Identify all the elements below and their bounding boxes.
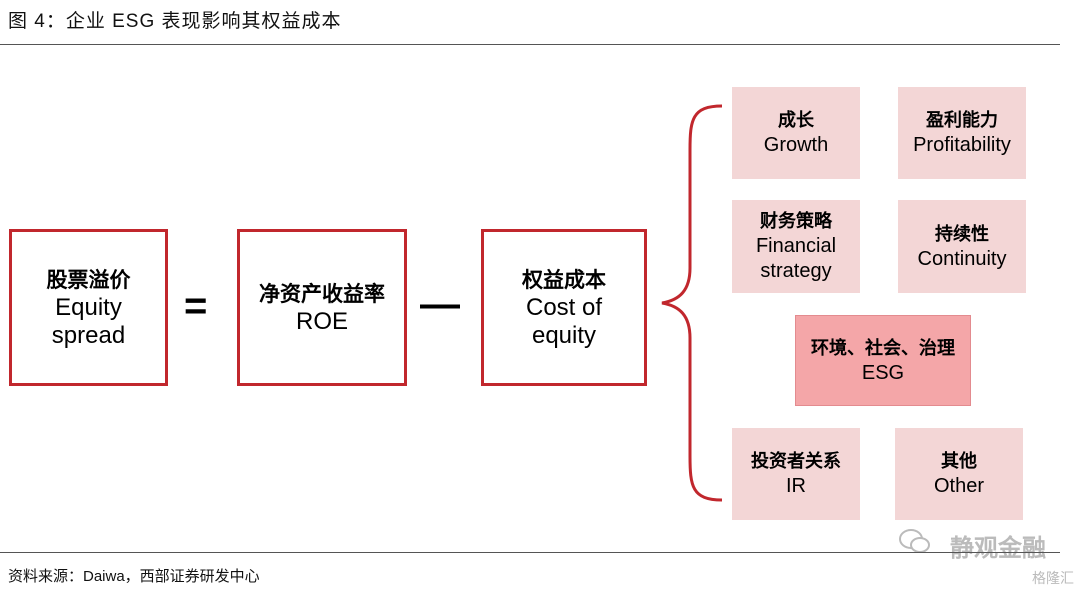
watermark-sub: 格隆汇: [1032, 571, 1074, 587]
cost-of-equity-box: 权益成本 Cost of equity: [481, 229, 647, 386]
factor-financial-strategy-en2: strategy: [760, 260, 832, 282]
source-note: 资料来源：Daiwa，西部证券研发中心: [8, 568, 260, 585]
equity-spread-cn: 股票溢价: [46, 266, 131, 292]
factor-financial-strategy: 财务策略 Financial strategy: [732, 200, 860, 293]
roe-cn: 净资产收益率: [259, 280, 385, 306]
factor-growth-cn: 成长: [778, 110, 814, 131]
roe-box: 净资产收益率 ROE: [237, 229, 407, 386]
top-divider: [0, 44, 1060, 45]
factor-growth-en: Growth: [763, 134, 829, 156]
factor-profitability: 盈利能力 Profitability: [898, 87, 1026, 179]
factor-financial-strategy-en1: Financial: [755, 235, 837, 257]
equity-spread-box: 股票溢价 Equity spread: [9, 229, 168, 386]
curly-brace: [661, 104, 723, 502]
cost-of-equity-en2: equity: [531, 321, 597, 349]
factor-continuity-en: Continuity: [917, 247, 1007, 270]
factor-continuity: 持续性 Continuity: [898, 200, 1026, 293]
factor-esg: 环境、社会、治理 ESG: [795, 315, 971, 406]
factor-other-en: Other: [933, 475, 985, 497]
factor-continuity-cn: 持续性: [935, 223, 989, 245]
figure-title: 图 4：企业 ESG 表现影响其权益成本: [8, 11, 342, 32]
roe-en: ROE: [295, 307, 348, 335]
factor-other-cn: 其他: [941, 451, 977, 472]
factor-profitability-en: Profitability: [913, 134, 1011, 156]
bottom-divider: [0, 552, 1060, 553]
minus-sign: —: [420, 282, 460, 326]
equals-sign: =: [184, 284, 208, 328]
factor-esg-cn: 环境、社会、治理: [811, 337, 955, 359]
factor-growth: 成长 Growth: [732, 87, 860, 179]
equity-spread-en1: Equity: [55, 293, 122, 321]
watermark-text: 静观金融: [950, 534, 1046, 562]
factor-ir-cn: 投资者关系: [751, 451, 841, 472]
factor-financial-strategy-cn: 财务策略: [760, 211, 832, 232]
cost-of-equity-cn: 权益成本: [522, 266, 606, 292]
factor-ir-en: IR: [786, 475, 806, 497]
factor-profitability-cn: 盈利能力: [926, 110, 998, 131]
cost-of-equity-en1: Cost of: [525, 293, 603, 321]
factor-other: 其他 Other: [895, 428, 1023, 520]
factor-esg-en: ESG: [861, 361, 905, 384]
factor-ir: 投资者关系 IR: [732, 428, 860, 520]
equity-spread-en2: spread: [51, 321, 126, 349]
